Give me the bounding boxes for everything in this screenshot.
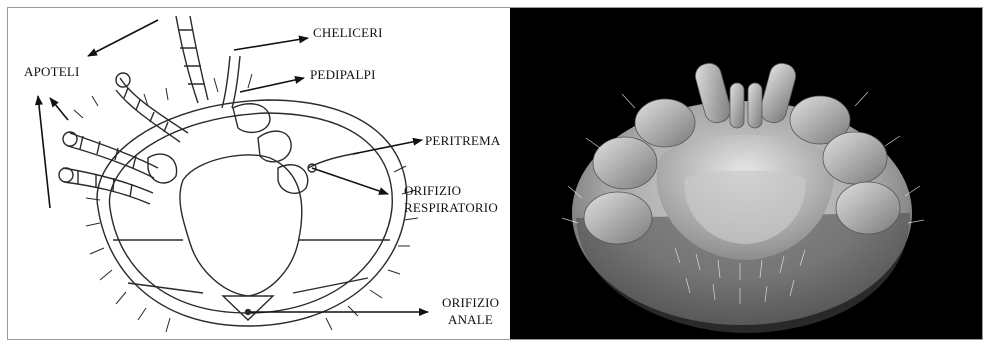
label-orifizio-respiratorio-1: ORIFIZIO [404,182,461,199]
arrow-cheliceri [234,38,308,50]
label-apoteli: APOTELI [24,63,80,80]
pedipalp [222,56,240,108]
coxa-1 [233,104,270,133]
arrow-apoteli-1 [88,20,158,56]
sem-micrograph-svg [510,8,982,339]
anal-plate [223,296,273,320]
anal-orifice [246,310,251,315]
leg-1-segments [124,88,168,132]
coxa-left [148,154,177,183]
arrow-apoteli-3 [50,98,68,120]
leg-3-segments [78,171,132,197]
mite-line-drawing: APOTELI CHELICERI PEDIPALPI PERITREMA OR… [8,8,510,339]
chelicera [176,16,208,103]
arrow-pedipalpi [240,78,304,92]
sem-chelicera-right [748,83,762,128]
sem-chelicera-left [730,83,744,128]
arrow-apoteli-2 [38,96,50,208]
label-pedipalpi: PEDIPALPI [310,66,376,83]
apotele-2 [63,132,77,146]
label-orifizio-anale-2: ANALE [448,311,493,328]
sternal-shield [180,155,302,296]
label-cheliceri: CHELICERI [313,24,383,41]
apotele-3 [59,168,73,182]
sem-micrograph [510,8,982,339]
mite-drawing-svg [8,8,510,339]
leg-3 [63,168,153,204]
label-peritrema: PERITREMA [425,132,500,149]
arrow-orifizio-respiratorio [312,168,388,194]
apotele-1 [116,73,130,87]
chelicera-segments [178,30,205,84]
marginal-setae [74,74,418,332]
body-inner-outline [109,113,392,313]
sem-leg-left-3 [584,192,652,244]
sem-leg-right-2 [823,132,887,184]
leg-1 [116,78,188,142]
body-outline [97,100,407,326]
sem-leg-right-3 [836,182,900,234]
sem-leg-left-1 [635,99,695,147]
label-orifizio-respiratorio-2: RESPIRATORIO [404,199,498,216]
coxa-3 [278,165,308,194]
label-orifizio-anale-1: ORIFIZIO [442,294,499,311]
sem-leg-left-2 [593,137,657,189]
coxa-2 [258,131,291,162]
